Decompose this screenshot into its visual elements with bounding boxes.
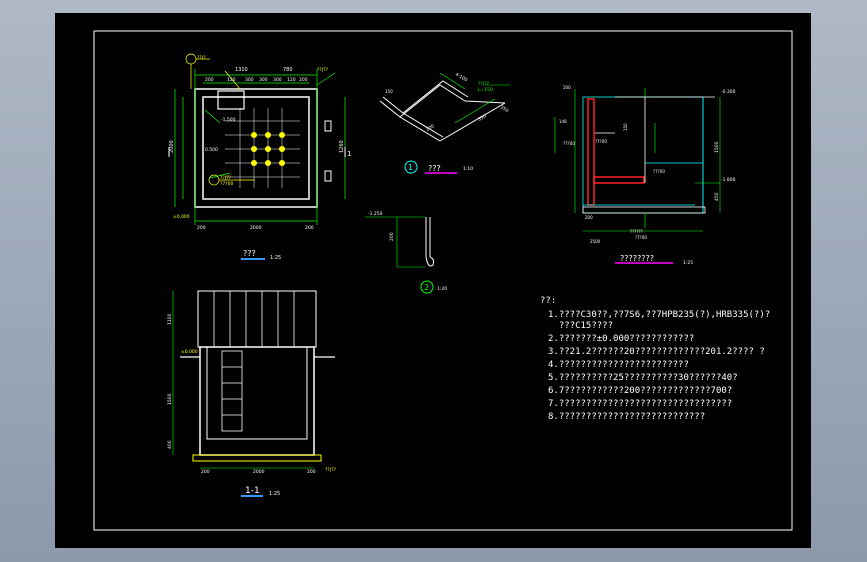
section-mark: 1 — [347, 150, 351, 158]
section-label-4: ?????? — [630, 229, 643, 234]
detail2-number: 2 — [424, 283, 429, 292]
s11-dim-left-1: 1100 — [167, 313, 173, 325]
plan-scale: 1:25 — [270, 255, 281, 261]
detail-2: -1.250 200 2 1:20 — [365, 211, 447, 294]
s11-dim-bottom-2: 2000 — [253, 469, 265, 475]
notes-block: ??: 1.????C30??,??7S6,??7HPB235(?),HRB33… — [540, 296, 770, 422]
note-line-8: 8.??????????????????????????? — [548, 412, 705, 422]
s11-title: 1-1 — [245, 486, 260, 496]
plan-view: 1 1310 780 200 120 300 300 300 120 200 2… — [168, 53, 351, 261]
detail2-level: -1.250 — [368, 211, 383, 217]
note-line-1: 1.????C30??,??7S6,??7HPB235(?),HRB335(?)… — [548, 310, 770, 320]
callout-2: ??|?? — [317, 67, 329, 73]
section-dim-7: 2500 — [590, 239, 601, 244]
note-line-3: 3.??21.2??????20?????????????201.2???? ? — [548, 347, 765, 357]
detail-1: 4-100 350 350 200 150 ??|?? L=150 1 ??? … — [379, 72, 510, 174]
dim-top-small-4: 300 — [259, 77, 268, 83]
dim-top-2: 780 — [283, 67, 293, 73]
section-label-5: ?7?00 — [635, 235, 647, 240]
cad-drawing: 1 1310 780 200 120 300 300 300 120 200 2… — [93, 30, 793, 531]
s11-label: ??|?? — [325, 467, 337, 473]
note-line-4: 4.???????????????????????? — [548, 360, 689, 370]
callout-1: ??|? — [197, 55, 206, 61]
callout-3: ??|?? — [220, 175, 232, 181]
dim-top-small-6: 120 — [287, 77, 296, 83]
dim-bottom-1: 200 — [197, 225, 206, 231]
section-dim-5: 450 — [714, 192, 720, 201]
detail1-label-2: L=150 — [478, 87, 493, 93]
dim-top-small-3: 300 — [245, 77, 254, 83]
dim-right: 1260 — [339, 140, 345, 153]
detail1-dim-5: 150 — [385, 89, 393, 94]
detail1-label-1: ??|?? — [478, 81, 490, 87]
section-level-top: -0.300 — [721, 89, 736, 95]
dim-top-small-5: 300 — [273, 77, 282, 83]
dim-top-small-1: 200 — [205, 77, 214, 83]
section-scale: 1:25 — [683, 260, 693, 266]
section-dim-1: 200 — [563, 85, 571, 90]
detail1-dim-3: 350 — [499, 105, 510, 115]
detail2-scale: 1:20 — [437, 286, 447, 292]
detail1-title: ??? — [428, 164, 441, 173]
callout-dim: 0.500 — [205, 147, 218, 153]
note-line-5: 5.??????????25??????????30??????40? — [548, 373, 738, 383]
dim-top-small-7: 200 — [299, 77, 308, 83]
s11-dim-bottom-3: 200 — [307, 469, 316, 475]
callout-4: ?7?00 — [220, 181, 234, 187]
s11-dim-left-3: 400 — [167, 440, 173, 449]
callout-level: -1.500 — [221, 117, 236, 123]
plan-title: ??? — [243, 249, 256, 258]
section-label-1: ?7?00 — [563, 141, 575, 146]
section-label-2: ?7?00 — [595, 139, 607, 144]
dim-top-1: 1310 — [235, 67, 248, 73]
detail1-scale: 1:10 — [463, 166, 473, 172]
section-label-3: ?7?00 — [653, 169, 665, 174]
s11-level: ±0.000 — [181, 349, 198, 355]
dim-left: 2000 — [169, 140, 175, 153]
drawing-frame — [93, 30, 793, 531]
note-line-7: 7.???????????????????????????????? — [548, 399, 732, 409]
cad-viewport[interactable]: 1 1310 780 200 120 300 300 300 120 200 2… — [55, 13, 811, 548]
detail1-dim-1: 4-100 — [454, 72, 468, 84]
section-dim-2: 148 — [559, 119, 567, 124]
notes-heading: ??: — [540, 296, 556, 306]
s11-scale: 1:25 — [269, 491, 280, 497]
note-line-6: 6.7???????????200?????????????700? — [548, 386, 732, 396]
plan-level-label: ±0.000 — [173, 214, 190, 220]
s11-dim-left-2: 1500 — [167, 393, 173, 405]
note-line-1b: ???C15???? — [548, 321, 613, 331]
section-dim-4: 1500 — [714, 141, 720, 153]
section-top-right: -0.300 -1.800 200 148 150 1500 450 200 2… — [554, 85, 736, 266]
s11-dim-bottom-1: 200 — [201, 469, 210, 475]
section-dim-6: 200 — [585, 215, 593, 220]
detail1-dim-2: 350 — [477, 113, 488, 123]
dim-bottom-2: 2000 — [250, 225, 262, 231]
detail1-number: 1 — [408, 163, 413, 172]
note-line-2: 2.???????±0.000???????????? — [548, 334, 694, 344]
section-dim-3: 150 — [623, 123, 628, 131]
dim-bottom-3: 200 — [305, 225, 314, 231]
dim-top-small-2: 120 — [227, 77, 236, 83]
section-1-1: 1100 1500 400 200 2000 200 ±0.000 ??|?? … — [167, 290, 337, 497]
detail1-dim-4: 200 — [425, 123, 436, 133]
section-title: ???????? — [620, 254, 654, 263]
detail2-dim: 200 — [389, 232, 395, 241]
section-level-right: -1.800 — [721, 177, 736, 183]
